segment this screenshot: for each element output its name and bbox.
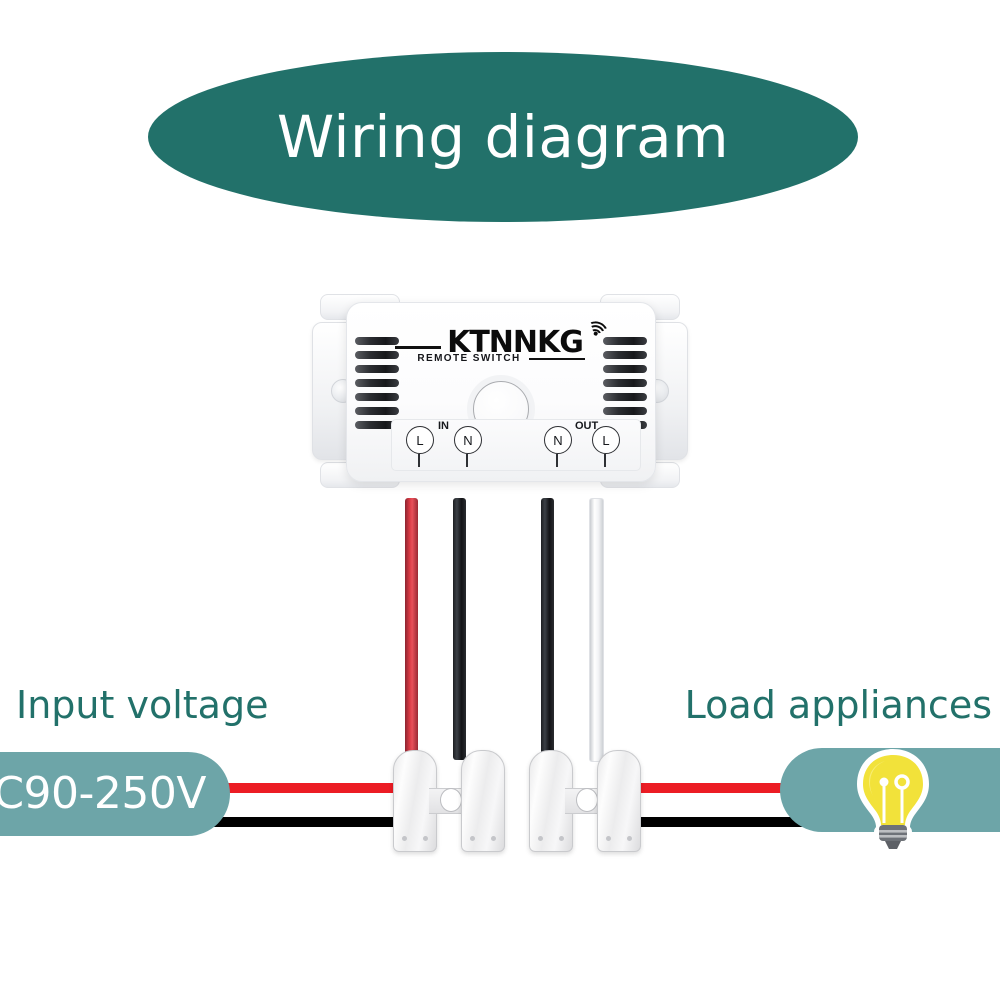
terminal-out-l-label: L: [592, 426, 620, 454]
supply-live-wire: [150, 783, 412, 793]
remote-switch-device: KTNNKG REMOTE SWITCH: [310, 278, 690, 500]
vent-slot: [603, 393, 647, 401]
out-live-wire: [589, 498, 604, 762]
connector-jaw-right: [597, 750, 641, 852]
vent-slot: [355, 421, 399, 429]
input-voltage-pill: AC90-250V: [0, 752, 230, 836]
terminal-out-n[interactable]: N: [544, 426, 572, 467]
connector-screw: [423, 836, 428, 841]
terminal-out-n-stem: [556, 454, 558, 467]
connector-hole: [440, 788, 462, 812]
device-housing: KTNNKG REMOTE SWITCH: [346, 302, 656, 482]
vent-slot: [355, 365, 399, 373]
load-live-wire: [600, 783, 860, 793]
device-subtitle: REMOTE SWITCH: [417, 353, 521, 364]
wire-connector-output: [529, 750, 641, 852]
vent-slot: [355, 337, 399, 345]
terminal-in-n[interactable]: N: [454, 426, 482, 467]
terminal-out-l-stem: [604, 454, 606, 467]
brand-rule-left: [395, 346, 442, 349]
vent-slot: [603, 379, 647, 387]
vent-slot: [355, 407, 399, 415]
connector-screw: [559, 836, 564, 841]
terminal-in-l-label: L: [406, 426, 434, 454]
vent-slot: [603, 365, 647, 373]
light-bulb-icon: [845, 745, 941, 855]
wire-connector-input: [393, 750, 505, 852]
connector-screw: [606, 836, 611, 841]
connector-screw: [402, 836, 407, 841]
load-neutral-wire: [600, 817, 860, 827]
terminal-in-n-stem: [466, 454, 468, 467]
in-neutral-wire: [453, 498, 466, 760]
vent-slot: [355, 393, 399, 401]
connector-jaw-right: [461, 750, 505, 852]
vent-slot: [355, 351, 399, 359]
vent-slot: [603, 337, 647, 345]
vent-slot: [603, 407, 647, 415]
in-live-wire: [405, 498, 418, 760]
vent-slot: [603, 351, 647, 359]
input-voltage-value: AC90-250V: [0, 768, 206, 819]
terminal-in-n-label: N: [454, 426, 482, 454]
terminal-group-in-label: IN: [438, 420, 449, 432]
subtitle-row: REMOTE SWITCH: [347, 353, 655, 364]
load-appliances-label: Load appliances: [684, 683, 992, 727]
title-banner: Wiring diagram: [148, 52, 858, 222]
terminal-in-l[interactable]: L: [406, 426, 434, 467]
terminal-group-out-label: OUT: [575, 420, 599, 432]
supply-neutral-wire: [150, 817, 412, 827]
page-title: Wiring diagram: [276, 103, 730, 171]
connector-hole: [576, 788, 598, 812]
connector-screw: [470, 836, 475, 841]
connector-screw: [627, 836, 632, 841]
input-voltage-label: Input voltage: [16, 683, 269, 727]
brand-name: KTNNKG: [447, 325, 584, 360]
brand-row: KTNNKG: [347, 319, 655, 358]
subtitle-rule-right: [528, 357, 585, 360]
terminal-out-l[interactable]: L: [592, 426, 620, 467]
connector-screw: [491, 836, 496, 841]
terminal-out-n-label: N: [544, 426, 572, 454]
wifi-signal-icon: [587, 319, 607, 342]
terminal-block: L IN N N OUT L: [391, 419, 641, 471]
vent-slot: [355, 379, 399, 387]
vent-group-left: [355, 337, 399, 429]
connector-screw: [538, 836, 543, 841]
out-neutral-wire: [541, 498, 554, 760]
terminal-in-l-stem: [418, 454, 420, 467]
